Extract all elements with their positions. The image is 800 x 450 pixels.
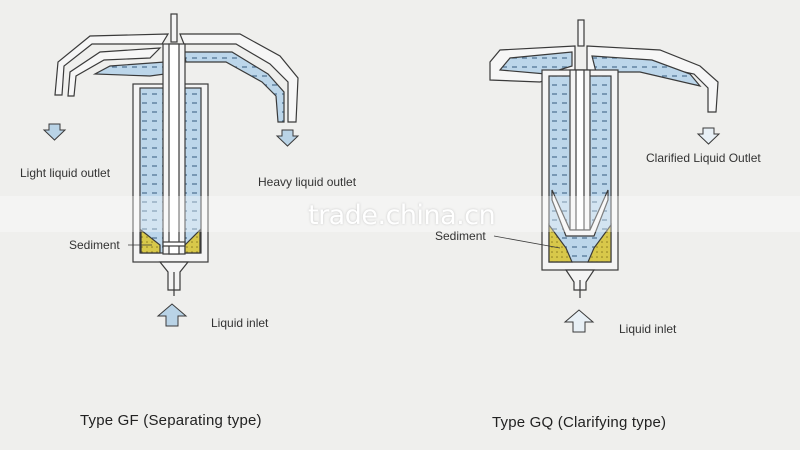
light-liquid-outlet-label: Light liquid outlet bbox=[20, 166, 111, 180]
arrow-up-icon bbox=[156, 303, 188, 327]
caption-type-gq: Type GQ (Clarifying type) bbox=[492, 414, 667, 431]
watermark: trade.china.cn bbox=[308, 200, 496, 231]
caption-type-gf: Type GF (Separating type) bbox=[80, 412, 262, 429]
heavy-liquid-outlet-label: Heavy liquid outlet bbox=[258, 175, 357, 189]
arrow-down-icon bbox=[42, 123, 67, 141]
watermark-band bbox=[0, 196, 800, 232]
liquid-inlet-label-gf: Liquid inlet bbox=[211, 316, 269, 330]
liquid-inlet-label-gq: Liquid inlet bbox=[619, 322, 677, 336]
type-gq-clarifier bbox=[489, 19, 719, 298]
arrow-down-icon bbox=[696, 127, 721, 145]
sediment-label-gq: Sediment bbox=[435, 229, 486, 243]
clarified-liquid-outlet-label: Clarified Liquid Outlet bbox=[646, 151, 761, 165]
type-gf-separator bbox=[54, 13, 299, 296]
sediment-label-gf: Sediment bbox=[69, 238, 120, 252]
sediment-leader bbox=[493, 235, 561, 249]
arrow-up-icon bbox=[563, 309, 595, 333]
arrow-down-icon bbox=[275, 129, 300, 147]
